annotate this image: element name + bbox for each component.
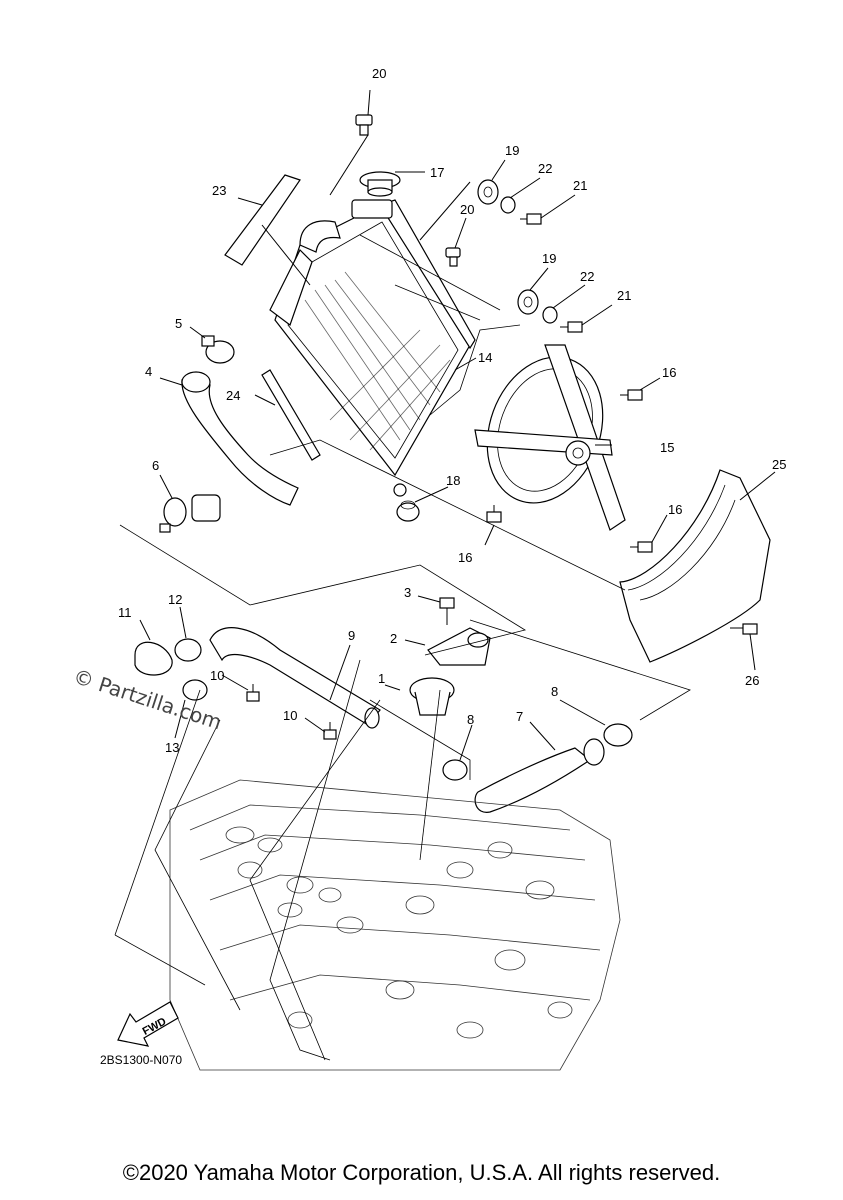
- callout-15: 15: [660, 440, 674, 455]
- hose-4: [181, 379, 299, 506]
- callout-1: 1: [378, 671, 385, 686]
- callout-labels: 20 17 19 22 21 23 20 19 22 21 5 14 4 16 …: [118, 66, 786, 755]
- callout-22: 22: [580, 269, 594, 284]
- callout-12: 12: [168, 592, 182, 607]
- callout-4: 4: [145, 364, 152, 379]
- copyright-notice: ©2020 Yamaha Motor Corporation, U.S.A. A…: [122, 1160, 721, 1185]
- bolt-26: [730, 623, 758, 635]
- clamp-8a: [603, 723, 633, 747]
- callout-9: 9: [348, 628, 355, 643]
- pipe-9: [209, 627, 381, 726]
- fan-assembly: [474, 344, 626, 531]
- callout-5: 5: [175, 316, 182, 331]
- hose-fitting: [191, 494, 221, 522]
- bolt-10a: [246, 684, 260, 702]
- clamp-6: [159, 497, 187, 533]
- callout-19: 19: [505, 143, 519, 158]
- callout-16: 16: [458, 550, 472, 565]
- bolt-21b: [560, 321, 583, 333]
- radiator: [269, 199, 476, 497]
- callout-18: 18: [446, 473, 460, 488]
- bolt-20a: [355, 114, 373, 136]
- clamp-5: [201, 335, 235, 364]
- callout-23: 23: [212, 183, 226, 198]
- bolt-16c: [486, 505, 502, 523]
- callout-7: 7: [516, 709, 523, 724]
- grommet-19a: [477, 179, 499, 205]
- callout-6: 6: [152, 458, 159, 473]
- callout-26: 26: [745, 673, 759, 688]
- callout-16: 16: [668, 502, 682, 517]
- leader-lines: [114, 89, 776, 1061]
- callout-10: 10: [210, 668, 224, 683]
- grommet-18: [396, 500, 420, 522]
- callout-17: 17: [430, 165, 444, 180]
- callout-21: 21: [573, 178, 587, 193]
- bolt-20b: [445, 247, 461, 267]
- callout-2: 2: [390, 631, 397, 646]
- callout-14: 14: [478, 350, 492, 365]
- hose-11: [134, 641, 173, 676]
- callout-20: 20: [460, 202, 474, 217]
- bolt-16a: [620, 389, 643, 401]
- callout-21: 21: [617, 288, 631, 303]
- strip-24: [261, 369, 321, 461]
- callout-22: 22: [538, 161, 552, 176]
- cover-25: [619, 469, 771, 663]
- callout-25: 25: [772, 457, 786, 472]
- washer-22a: [500, 196, 516, 214]
- callout-3: 3: [404, 585, 411, 600]
- callout-16: 16: [662, 365, 676, 380]
- clamp-12: [174, 638, 202, 662]
- callout-8: 8: [467, 712, 474, 727]
- washer-22b: [542, 306, 558, 324]
- callout-13: 13: [165, 740, 179, 755]
- bolt-21a: [520, 213, 542, 225]
- strip-23: [224, 174, 301, 266]
- fwd-arrow-icon: FWD: [117, 1001, 179, 1047]
- clamp-8b: [442, 759, 468, 781]
- callout-19: 19: [542, 251, 556, 266]
- grommet-19b: [517, 289, 539, 315]
- callout-20: 20: [372, 66, 386, 81]
- diagram-code: 2BS1300-N070: [100, 1053, 182, 1067]
- engine-block: [169, 779, 621, 1071]
- callout-10: 10: [283, 708, 297, 723]
- callout-8: 8: [551, 684, 558, 699]
- thermostat-1: [409, 677, 455, 716]
- bolt-10b: [323, 722, 337, 740]
- hose-7: [474, 747, 592, 813]
- callout-11: 11: [118, 605, 132, 620]
- bolt-3: [439, 597, 455, 625]
- clamp-13: [182, 679, 208, 701]
- callout-24: 24: [226, 388, 240, 403]
- radiator-cap: [359, 171, 401, 197]
- bolt-16b: [630, 541, 653, 553]
